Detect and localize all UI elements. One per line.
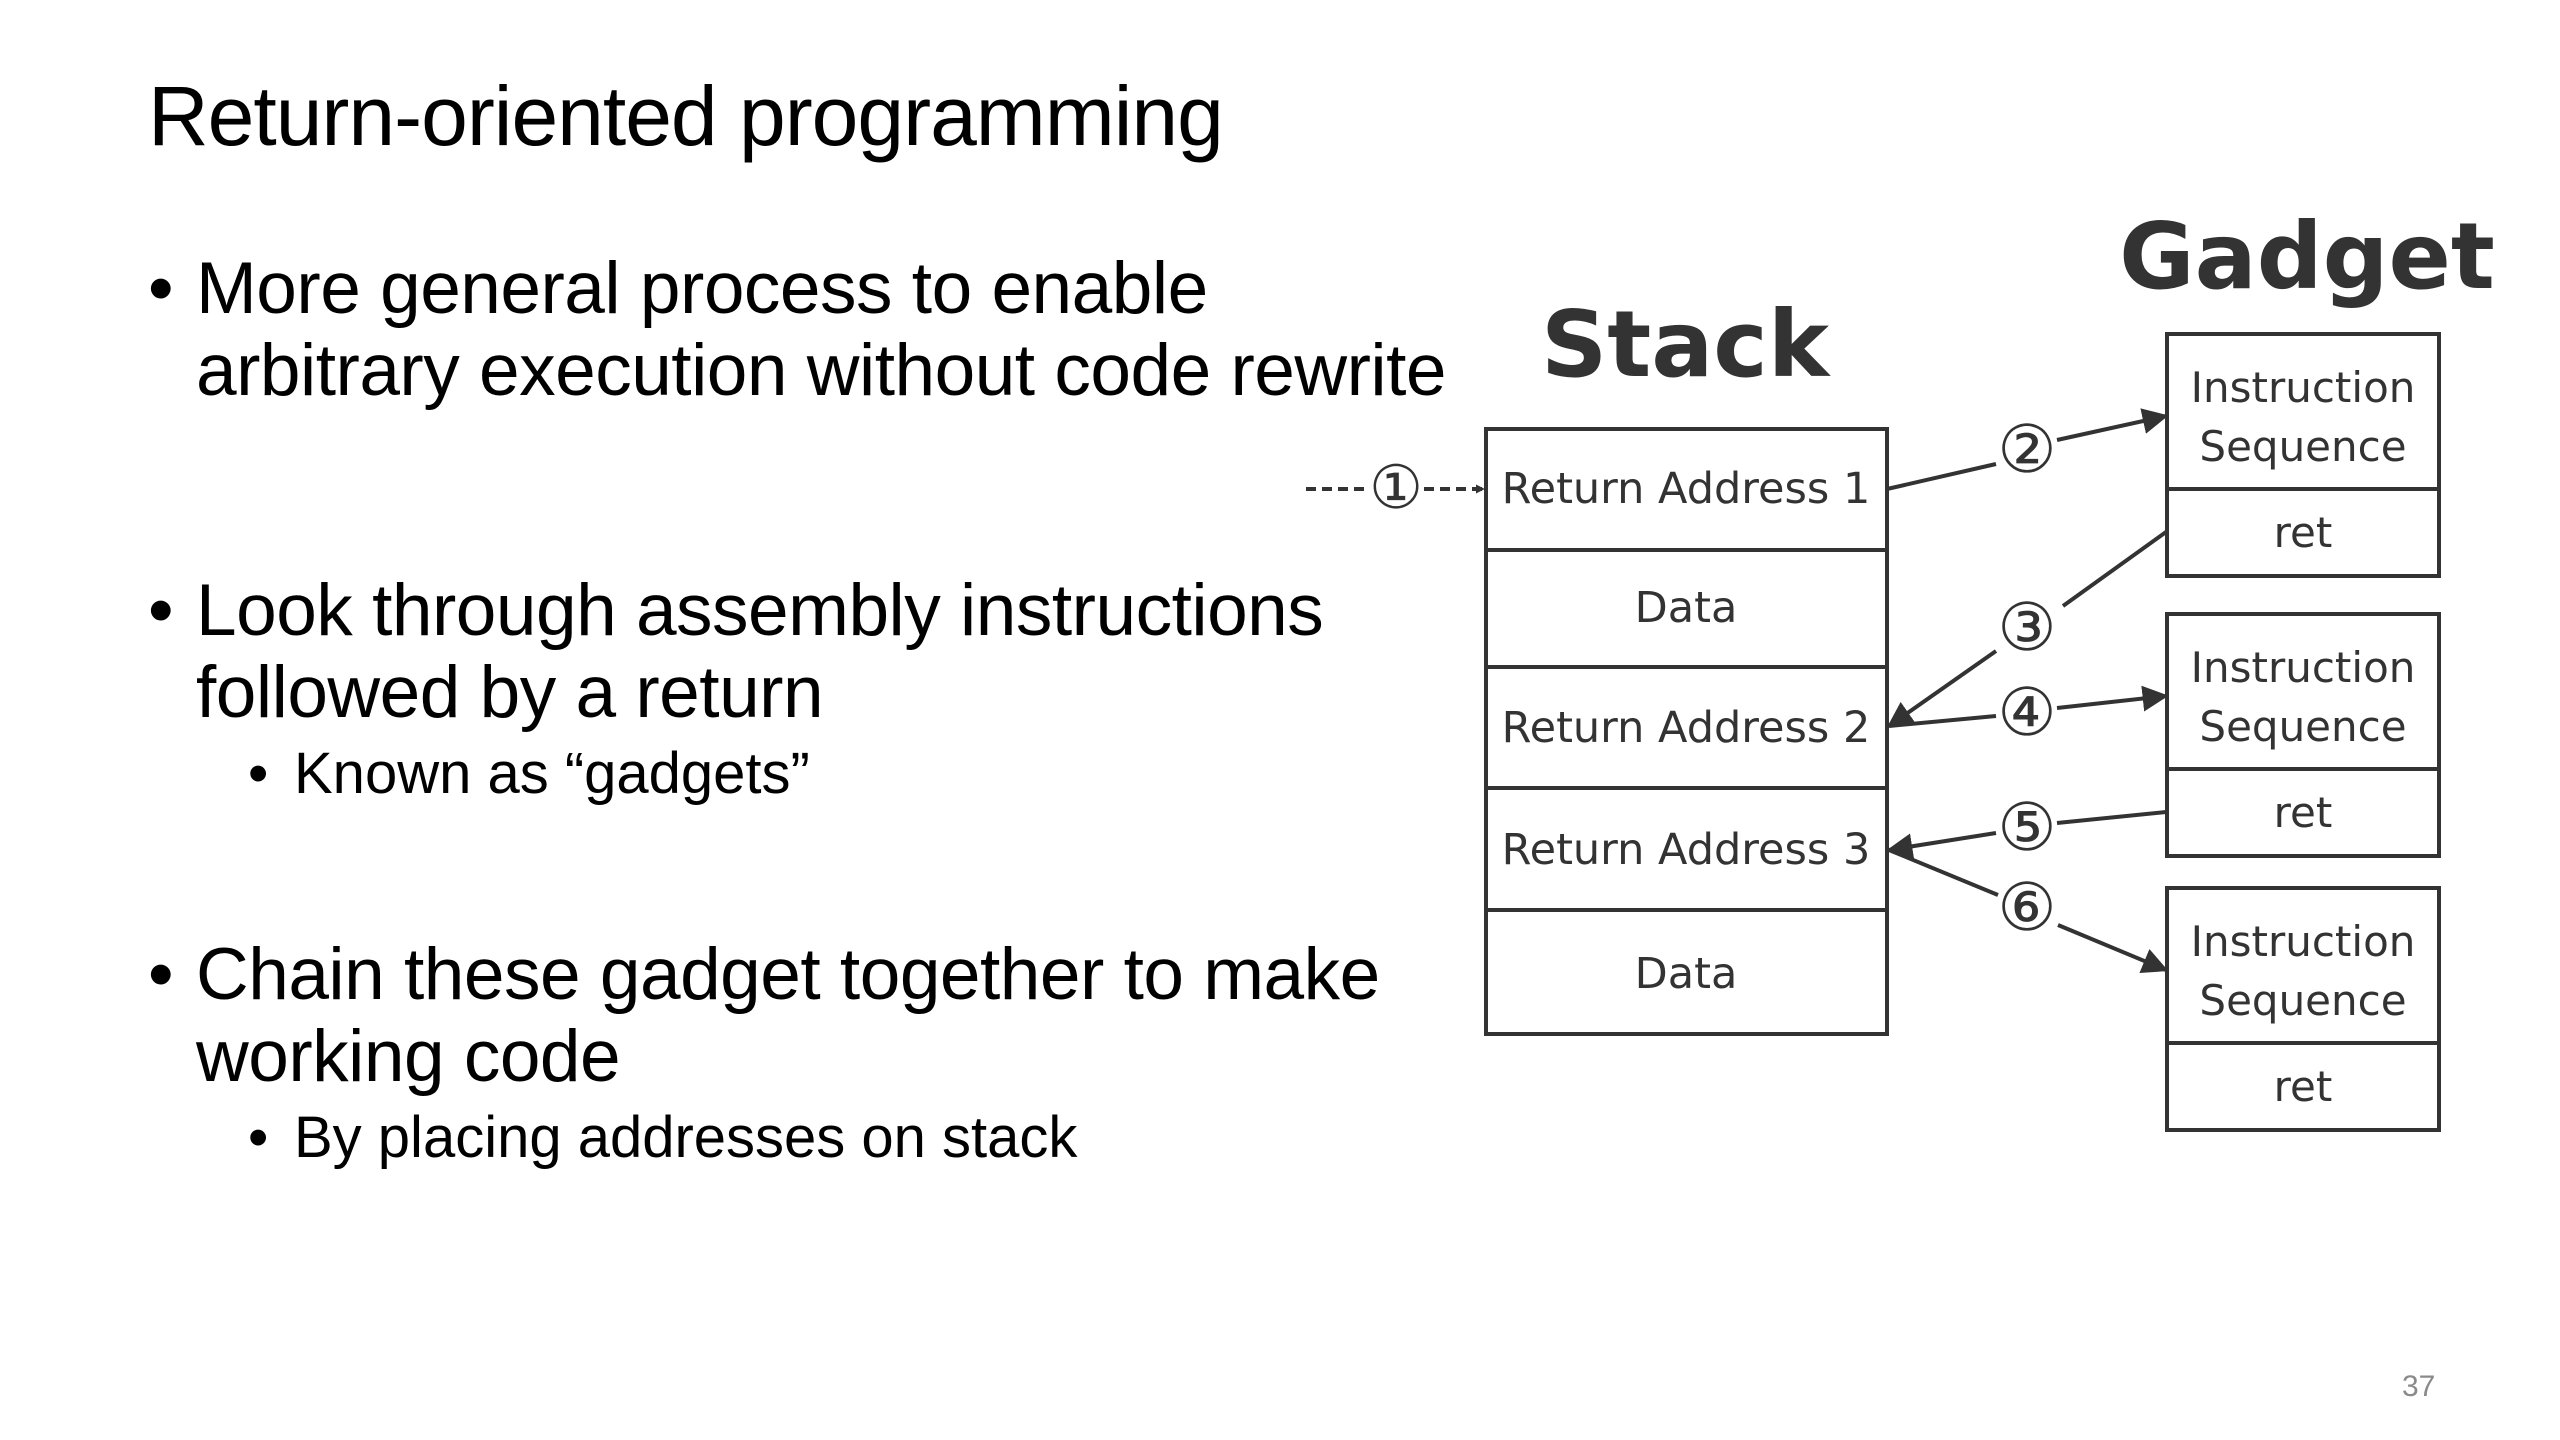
bullet-text: Chain these gadget together to make work…: [196, 934, 1380, 1097]
bullet-icon: •: [148, 934, 174, 1015]
sub-bullet-text: Known as “gadgets”: [294, 741, 810, 806]
stack-cell-label: Data: [1635, 583, 1738, 633]
ret-label: ret: [2274, 508, 2333, 557]
arrow-4-out: [2056, 685, 2169, 712]
sub-bullet-item: • By placing addresses on stack: [148, 1102, 1478, 1174]
step-marker-5: ⑤: [1997, 789, 2056, 866]
arrow-3-in: [2061, 530, 2168, 608]
ret-label: ret: [2274, 788, 2333, 837]
step-marker-6: ⑥: [1997, 869, 2056, 946]
gadget-box: Instruction Sequence ret: [2165, 612, 2441, 858]
instruction-label: Sequence: [2199, 976, 2406, 1025]
bullet-text: Look through assembly instructions follo…: [196, 570, 1324, 733]
stack-column: Return Address 1 Data Return Address 2 R…: [1484, 427, 1889, 1036]
bullet-list: • More general process to enable arbitra…: [148, 248, 1478, 1174]
step-marker-3: ③: [1997, 589, 2056, 666]
stack-cell: [1484, 908, 1889, 1036]
stack-cell-label: Data: [1635, 949, 1738, 999]
stack-cell: [1484, 786, 1889, 912]
instruction-label: Instruction: [2191, 363, 2416, 412]
instruction-sequence-box: [2165, 886, 2441, 1045]
step-marker-2: ②: [1997, 411, 2056, 488]
instruction-label: Sequence: [2199, 702, 2406, 751]
arrow-2-in: [1886, 462, 1997, 491]
ret-box: [2165, 487, 2441, 578]
stack-cell: [1484, 548, 1889, 669]
arrow-3-out: [1886, 649, 1998, 728]
step-marker-4: ④: [1997, 674, 2056, 751]
stack-cell-label: Return Address 1: [1502, 464, 1871, 514]
bullet-icon: •: [248, 1105, 269, 1170]
arrow-group: [1306, 408, 2169, 973]
step-marker-1: ①: [1369, 453, 1423, 523]
bullet-text: More general process to enable arbitrary…: [196, 248, 1446, 411]
instruction-label: Instruction: [2191, 917, 2416, 966]
stack-heading: Stack: [1541, 291, 1831, 398]
bullet-item: • Chain these gadget together to make wo…: [148, 934, 1478, 1098]
sub-bullet-text: By placing addresses on stack: [294, 1105, 1078, 1170]
arrow-5-in: [2056, 810, 2167, 825]
ret-label: ret: [2274, 1062, 2333, 1111]
arrow-5-out: [1886, 831, 1997, 860]
step-markers: ① ② ③ ④ ⑤ ⑥: [1369, 411, 2056, 946]
stack-cell-label: Return Address 2: [1502, 703, 1871, 753]
sub-bullet-item: • Known as “gadgets”: [148, 738, 1478, 810]
bullet-item: • Look through assembly instructions fol…: [148, 570, 1478, 734]
ret-box: [2165, 1041, 2441, 1132]
bullet-icon: •: [148, 570, 174, 651]
stack-cell-label: Return Address 3: [1502, 825, 1871, 875]
arrow-4-in: [1888, 714, 1997, 728]
instruction-sequence-box: [2165, 612, 2441, 771]
slide-title: Return-oriented programming: [148, 69, 1224, 163]
bullet-icon: •: [248, 741, 269, 806]
ret-box: [2165, 767, 2441, 858]
arrow-6-in: [1888, 848, 1999, 897]
instruction-label: Instruction: [2191, 643, 2416, 692]
arrow-2-out: [2056, 408, 2169, 442]
gadget-heading: Gadget: [2119, 203, 2495, 310]
arrow-6-out: [2057, 923, 2169, 973]
instruction-label: Sequence: [2199, 422, 2406, 471]
bullet-item: • More general process to enable arbitra…: [148, 248, 1478, 412]
gadget-box: Instruction Sequence ret: [2165, 886, 2441, 1132]
stack-cell: [1484, 427, 1889, 552]
page-number: 37: [2402, 1370, 2436, 1403]
bullet-icon: •: [148, 248, 174, 329]
gadget-box: Instruction Sequence ret: [2165, 332, 2441, 578]
